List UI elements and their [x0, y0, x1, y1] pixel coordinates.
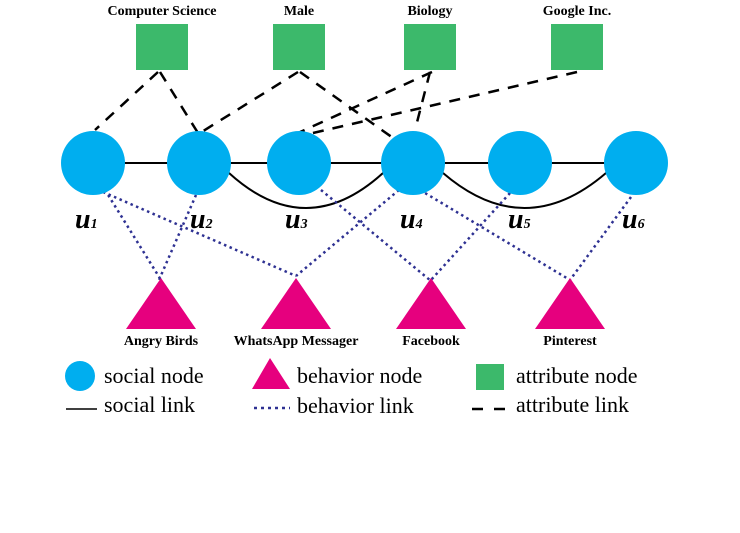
behavior-node-b4	[535, 278, 605, 329]
nodes-layer	[61, 24, 668, 329]
behavior-node-b3	[396, 278, 466, 329]
legend-behavior-link-label: behavior link	[297, 393, 414, 418]
attribute-node-a2	[273, 24, 325, 70]
attribute-link-a1-u1	[94, 71, 159, 131]
social-node-label-u4: u4	[400, 204, 423, 235]
attribute-label-a1: Computer Science	[108, 4, 217, 19]
links-layer	[93, 70, 636, 282]
social-node-u5	[488, 131, 552, 195]
attribute-label-a2: Male	[284, 4, 314, 19]
behavior-link-u6-b4	[568, 196, 633, 281]
attribute-node-a1	[136, 24, 188, 70]
behavior-label-b2: WhatsApp Messager	[234, 334, 359, 349]
labels-layer: Computer Science Male Biology Google Inc. u1…	[75, 4, 645, 349]
behavior-label-b1: Angry Birds	[124, 334, 199, 349]
attribute-link-a1-u2	[158, 71, 200, 134]
attribute-link-a2-u4	[299, 70, 411, 152]
legend-behavior-node-icon	[252, 358, 290, 389]
behavior-node-b2	[261, 278, 331, 329]
attribute-node-a4	[551, 24, 603, 70]
behavior-label-b4: Pinterest	[543, 334, 597, 349]
legend-social-link-label: social link	[104, 392, 195, 417]
social-node-label-u2: u2	[190, 204, 213, 235]
attribute-link-a3-u4	[413, 71, 432, 131]
social-node-label-u3: u3	[285, 204, 308, 235]
behavior-label-b3: Facebook	[402, 334, 460, 349]
social-node-u6	[604, 131, 668, 195]
legend-attribute-link-label: attribute link	[516, 392, 629, 417]
behavior-link-u5-b3	[430, 192, 511, 281]
social-node-label-u1: u1	[75, 204, 98, 235]
legend-attribute-node-label: attribute node	[516, 363, 638, 388]
behavior-node-b1	[126, 278, 196, 329]
behavior-link-u1-b2	[102, 190, 297, 278]
social-link-u4-u6	[442, 172, 607, 209]
legend-social-node-icon	[65, 361, 95, 391]
social-node-u2	[167, 131, 231, 195]
social-node-u4	[381, 131, 445, 195]
legend-behavior-node-label: behavior node	[297, 363, 422, 388]
legend-attribute-node-icon	[476, 364, 504, 390]
attribute-label-a3: Biology	[407, 4, 452, 19]
attribute-label-a4: Google Inc.	[543, 4, 611, 19]
legend-social-node-label: social node	[104, 363, 204, 388]
attribute-link-a2-u2	[199, 70, 299, 135]
behavior-link-u4-b4	[419, 188, 571, 282]
attribute-node-a3	[404, 24, 456, 70]
behavior-link-u1-b1	[103, 189, 163, 281]
social-node-label-u5: u5	[508, 204, 531, 235]
attribute-link-a4-u3	[299, 70, 578, 138]
social-node-u1	[61, 131, 125, 195]
legend: social node behavior node attribute node…	[65, 358, 638, 418]
attribute-link-a3-u3	[297, 70, 433, 135]
social-node-label-u6: u6	[622, 204, 645, 235]
behavior-link-u4-b2	[295, 189, 400, 277]
social-node-u3	[267, 131, 331, 195]
social-link-u2-u4	[228, 172, 384, 209]
